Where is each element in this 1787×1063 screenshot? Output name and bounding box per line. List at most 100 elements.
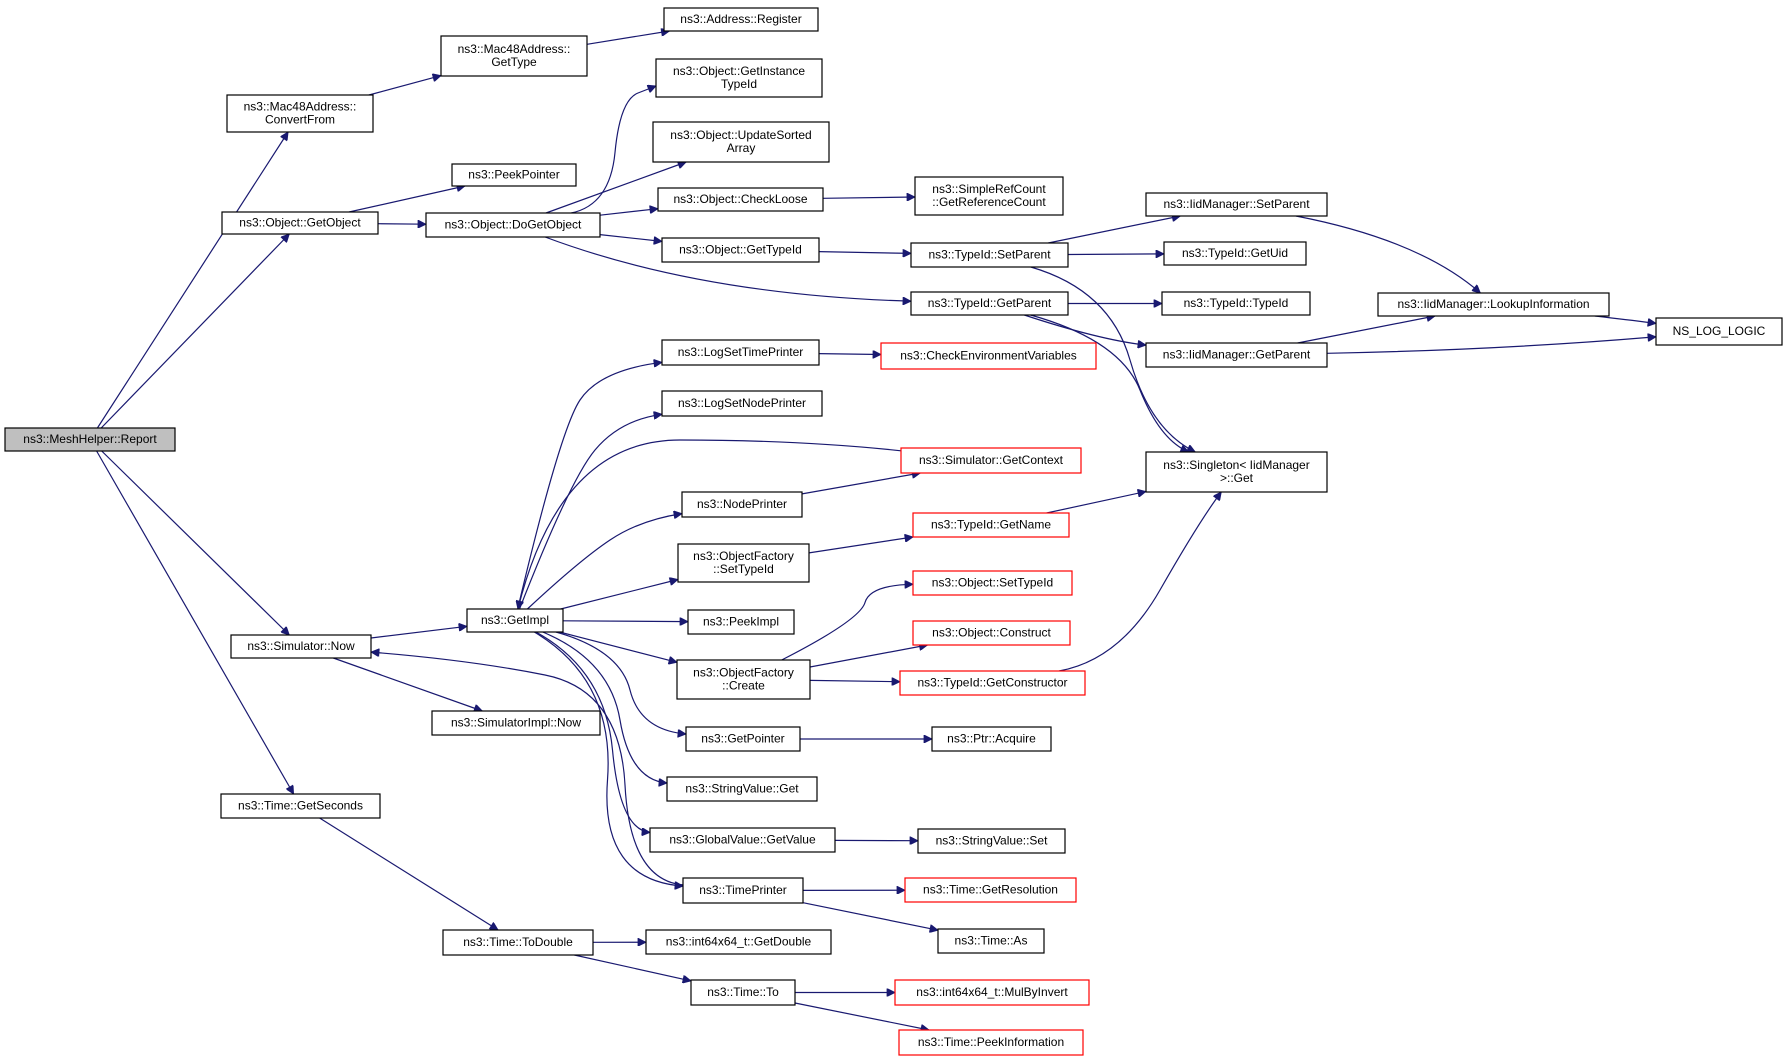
node-iidlookup[interactable]: ns3::IidManager::LookupInformation	[1377, 292, 1610, 317]
node-box[interactable]	[440, 35, 588, 77]
node-box[interactable]	[451, 163, 577, 187]
node-box[interactable]	[917, 828, 1066, 854]
node-peekinfo[interactable]: ns3::Time::PeekInformation	[898, 1029, 1084, 1056]
node-checkloose[interactable]: ns3::Object::CheckLoose	[657, 187, 824, 212]
node-box[interactable]	[677, 543, 810, 583]
node-box[interactable]	[912, 620, 1071, 646]
node-box[interactable]	[1145, 342, 1328, 368]
node-timeas[interactable]: ns3::Time::As	[937, 928, 1045, 954]
node-getobject[interactable]: ns3::Object::GetObject	[221, 211, 379, 235]
node-objsettypeid[interactable]: ns3::Object::SetTypeId	[912, 570, 1073, 596]
node-box[interactable]	[899, 670, 1086, 696]
node-box[interactable]	[681, 491, 803, 518]
node-getpointer[interactable]: ns3::GetPointer	[685, 726, 801, 752]
node-mac48type[interactable]: ns3::Mac48Address::GetType	[440, 35, 588, 77]
node-int64getdouble[interactable]: ns3::int64x64_t::GetDouble	[645, 929, 832, 955]
node-iidsetparent[interactable]: ns3::IidManager::SetParent	[1145, 192, 1328, 217]
node-box[interactable]	[425, 212, 601, 238]
node-box[interactable]	[657, 187, 824, 212]
node-timegetseconds[interactable]: ns3::Time::GetSeconds	[220, 793, 381, 819]
node-simpleref[interactable]: ns3::SimpleRefCount::GetReferenceCount	[914, 176, 1064, 216]
node-box[interactable]	[912, 512, 1070, 538]
node-objgettypeid[interactable]: ns3::Object::GetTypeId	[661, 237, 820, 263]
node-box[interactable]	[1145, 192, 1328, 217]
node-box[interactable]	[220, 793, 381, 819]
node-logsetnode[interactable]: ns3::LogSetNodePrinter	[661, 390, 823, 417]
node-box[interactable]	[912, 570, 1073, 596]
node-box[interactable]	[900, 447, 1082, 474]
node-getconstructor[interactable]: ns3::TypeId::GetConstructor	[899, 670, 1086, 696]
node-ofcreate[interactable]: ns3::ObjectFactory::Create	[676, 659, 811, 700]
node-typeidtypeid[interactable]: ns3::TypeId::TypeId	[1161, 291, 1311, 316]
node-box[interactable]	[1161, 291, 1311, 316]
node-timeprinter[interactable]: ns3::TimePrinter	[682, 877, 804, 904]
node-box[interactable]	[687, 609, 795, 635]
node-box[interactable]	[690, 979, 796, 1006]
node-box[interactable]	[910, 291, 1069, 316]
node-box[interactable]	[666, 776, 818, 802]
node-box[interactable]	[894, 979, 1090, 1006]
node-box[interactable]	[661, 339, 820, 366]
node-typeidgetparent[interactable]: ns3::TypeId::GetParent	[910, 291, 1069, 316]
node-typeidsetparent[interactable]: ns3::TypeId::SetParent	[910, 242, 1069, 268]
node-box[interactable]	[1145, 451, 1328, 493]
node-box[interactable]	[655, 58, 823, 98]
node-mac48conv[interactable]: ns3::Mac48Address::ConvertFrom	[226, 94, 374, 133]
node-nodeprinter[interactable]: ns3::NodePrinter	[681, 491, 803, 518]
node-box[interactable]	[230, 634, 372, 659]
node-box[interactable]	[904, 877, 1077, 903]
node-typeidgetuid[interactable]: ns3::TypeId::GetUid	[1163, 241, 1307, 266]
node-checkenv[interactable]: ns3::CheckEnvironmentVariables	[880, 342, 1097, 370]
node-dogetobject[interactable]: ns3::Object::DoGetObject	[425, 212, 601, 238]
node-box[interactable]	[431, 710, 601, 736]
node-box[interactable]	[685, 726, 801, 752]
node-objconstruct[interactable]: ns3::Object::Construct	[912, 620, 1071, 646]
node-box[interactable]	[663, 7, 819, 32]
node-simimplnow[interactable]: ns3::SimulatorImpl::Now	[431, 710, 601, 736]
node-box[interactable]	[649, 827, 836, 853]
node-typeidgetname[interactable]: ns3::TypeId::GetName	[912, 512, 1070, 538]
node-box[interactable]	[661, 390, 823, 417]
node-box[interactable]	[645, 929, 832, 955]
node-stringset[interactable]: ns3::StringValue::Set	[917, 828, 1066, 854]
node-box[interactable]	[931, 726, 1052, 752]
node-nslog[interactable]: NS_LOG_LOGIC	[1655, 317, 1783, 346]
node-box[interactable]	[880, 342, 1097, 370]
node-getimpl[interactable]: ns3::GetImpl	[466, 608, 564, 633]
node-singleton[interactable]: ns3::Singleton< IidManager>::Get	[1145, 451, 1328, 493]
node-box[interactable]	[898, 1029, 1084, 1056]
node-box[interactable]	[910, 242, 1069, 268]
node-box[interactable]	[676, 659, 811, 700]
node-peekimpl[interactable]: ns3::PeekImpl	[687, 609, 795, 635]
node-box[interactable]	[4, 427, 176, 452]
node-timetodouble[interactable]: ns3::Time::ToDouble	[442, 929, 594, 956]
node-box[interactable]	[682, 877, 804, 904]
node-ofsettypeid[interactable]: ns3::ObjectFactory::SetTypeId	[677, 543, 810, 583]
node-mulbyinvert[interactable]: ns3::int64x64_t::MulByInvert	[894, 979, 1090, 1006]
node-timegetres[interactable]: ns3::Time::GetResolution	[904, 877, 1077, 903]
node-box[interactable]	[652, 121, 830, 163]
node-iidgetparent[interactable]: ns3::IidManager::GetParent	[1145, 342, 1328, 368]
node-box[interactable]	[221, 211, 379, 235]
node-stringget[interactable]: ns3::StringValue::Get	[666, 776, 818, 802]
node-box[interactable]	[466, 608, 564, 633]
node-box[interactable]	[1163, 241, 1307, 266]
node-globalgetvalue[interactable]: ns3::GlobalValue::GetValue	[649, 827, 836, 853]
node-box[interactable]	[937, 928, 1045, 954]
node-timeto[interactable]: ns3::Time::To	[690, 979, 796, 1006]
node-logsettime[interactable]: ns3::LogSetTimePrinter	[661, 339, 820, 366]
node-ptracquire[interactable]: ns3::Ptr::Acquire	[931, 726, 1052, 752]
node-box[interactable]	[442, 929, 594, 956]
node-box[interactable]	[1377, 292, 1610, 317]
node-box[interactable]	[661, 237, 820, 263]
node-box[interactable]	[1655, 317, 1783, 346]
node-simnow[interactable]: ns3::Simulator::Now	[230, 634, 372, 659]
node-addrreg[interactable]: ns3::Address::Register	[663, 7, 819, 32]
node-root[interactable]: ns3::MeshHelper::Report	[4, 427, 176, 452]
node-box[interactable]	[226, 94, 374, 133]
node-box[interactable]	[914, 176, 1064, 216]
node-simgetcontext[interactable]: ns3::Simulator::GetContext	[900, 447, 1082, 474]
node-peekpointer[interactable]: ns3::PeekPointer	[451, 163, 577, 187]
